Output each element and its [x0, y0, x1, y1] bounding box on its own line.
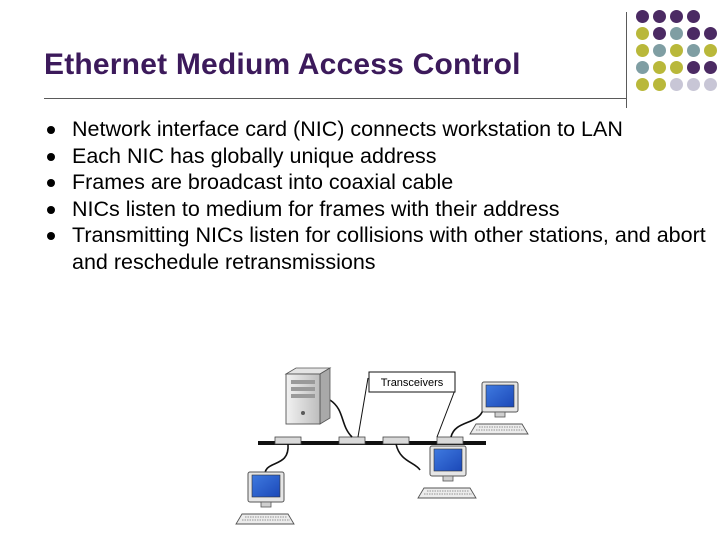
bullet-item: Transmitting NICs listen for collisions … [44, 222, 714, 275]
bullet-text: Transmitting NICs listen for collisions … [72, 223, 706, 274]
bullet-text: Network interface card (NIC) connects wo… [72, 117, 623, 141]
decor-divider [626, 12, 627, 108]
decor-dot [653, 61, 666, 74]
bullet-marker [47, 232, 55, 240]
decor-dot [636, 78, 649, 91]
bullet-marker [47, 126, 55, 134]
decor-dot [636, 61, 649, 74]
workstation-icon [235, 471, 295, 525]
decor-dot [653, 27, 666, 40]
slide-title: Ethernet Medium Access Control [44, 48, 521, 81]
decor-dot [670, 78, 683, 91]
decor-dot [636, 27, 649, 40]
title-underline [44, 98, 626, 99]
decor-dot [704, 44, 717, 57]
decor-dot [687, 27, 700, 40]
bullet-marker [47, 152, 55, 161]
drop-cable [329, 399, 353, 438]
bullet-list: Network interface card (NIC) connects wo… [44, 116, 714, 275]
bullet-item: Frames are broadcast into coaxial cable [44, 169, 714, 196]
decor-dot [653, 78, 666, 91]
workstation-icon [469, 381, 529, 435]
transceiver [338, 436, 366, 445]
decor-dot [687, 10, 700, 23]
bullet-item: Each NIC has globally unique address [44, 143, 714, 170]
bullet-text: NICs listen to medium for frames with th… [72, 196, 560, 221]
decor-dot [653, 10, 666, 23]
bullet-item: NICs listen to medium for frames with th… [44, 196, 714, 223]
decor-dot [687, 78, 700, 91]
bullet-text: Each NIC has globally unique address [72, 143, 437, 168]
transceiver [274, 436, 302, 445]
bullet-text: Frames are broadcast into coaxial cable [72, 170, 454, 194]
decor-dot [704, 61, 717, 74]
callout-leader [436, 389, 456, 438]
workstation-icon [417, 445, 477, 499]
bullet-item: Network interface card (NIC) connects wo… [44, 116, 714, 143]
callout-leader [357, 377, 369, 438]
decor-dot [670, 10, 683, 23]
decor-dot [687, 44, 700, 57]
decor-dot [704, 78, 717, 91]
transceiver [382, 436, 410, 445]
drop-cable [450, 409, 484, 438]
decor-dot [704, 27, 717, 40]
server-tower-icon [284, 367, 332, 425]
decor-dot [687, 61, 700, 74]
bullet-marker [47, 205, 55, 214]
drop-cable [395, 443, 421, 471]
bullet-marker [47, 179, 55, 187]
decor-dot [636, 10, 649, 23]
decor-dot [653, 44, 666, 57]
decor-dot [670, 44, 683, 57]
transceivers-label: Transceivers [381, 377, 444, 389]
transceiver [436, 436, 464, 445]
decor-dot [670, 27, 683, 40]
callout-box [368, 371, 456, 393]
decor-dot [670, 61, 683, 74]
decor-dot [636, 44, 649, 57]
decor-dot-grid [636, 10, 718, 92]
